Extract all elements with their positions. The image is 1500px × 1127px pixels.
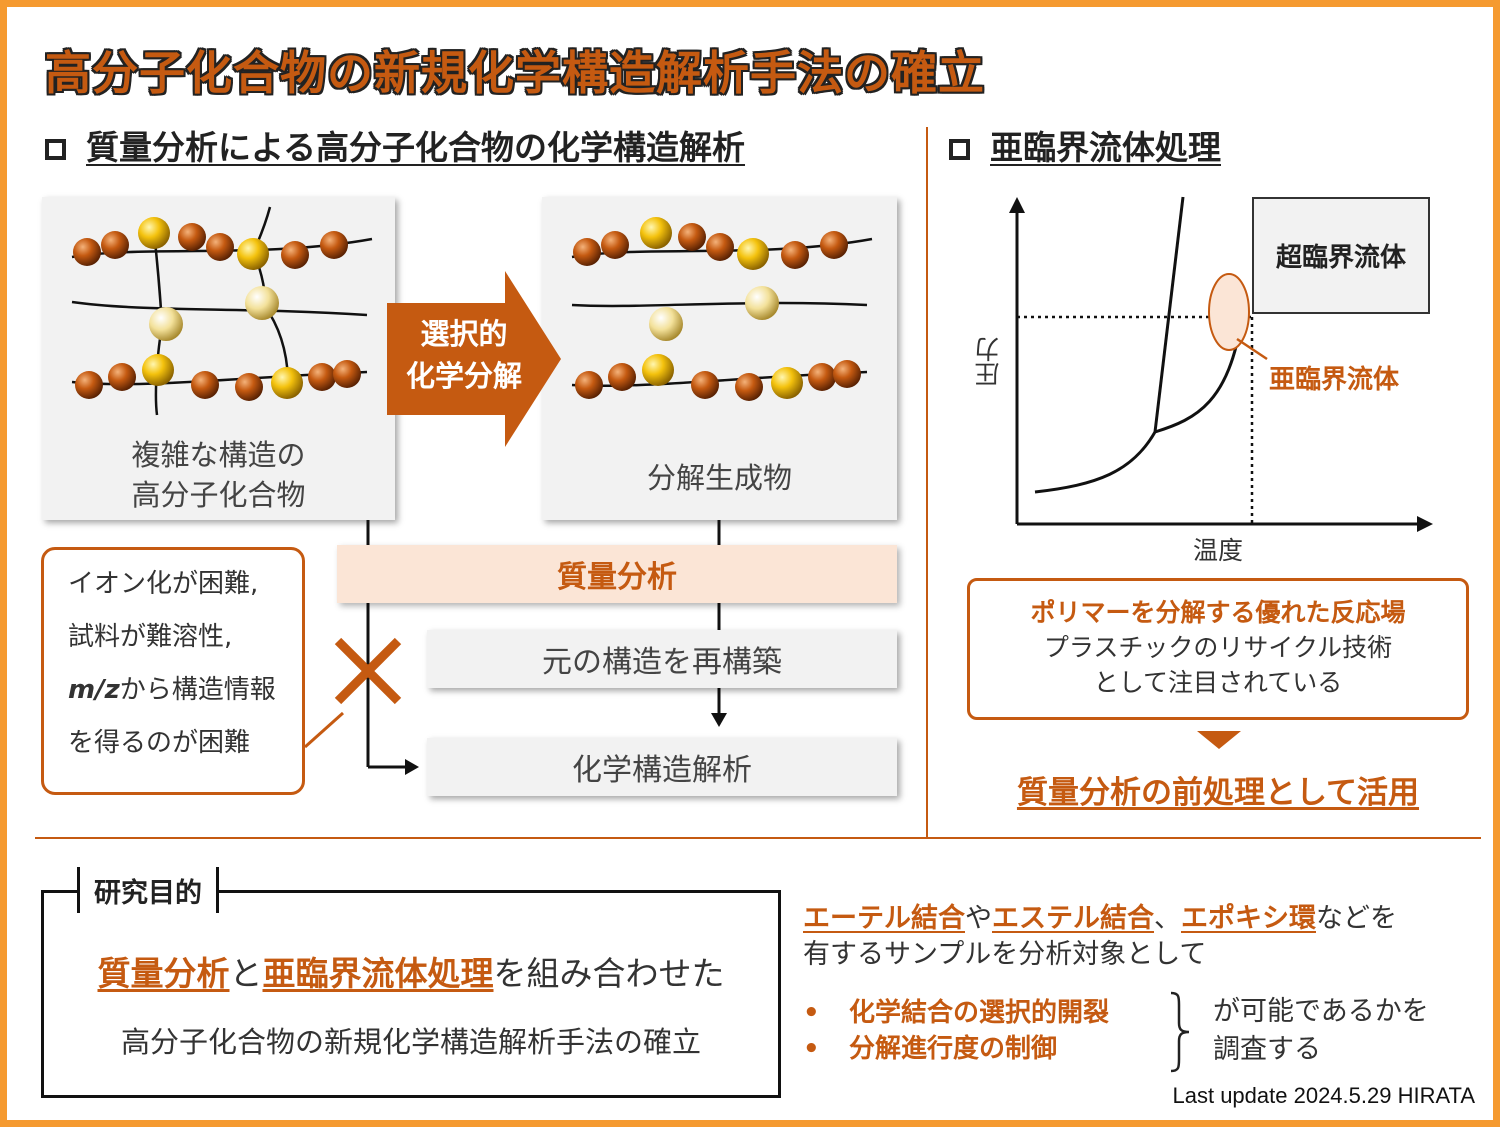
page-title: 高分子化合物の新規化学構造解析手法の確立 [45, 46, 985, 100]
problem-line-2: 試料が難溶性, [68, 622, 233, 652]
complex-label-line2: 高分子化合物 [131, 478, 306, 512]
bullet-item-2: •分解進行度の制御 [803, 1034, 1058, 1064]
complex-label-line1: 複雑な構造の [131, 438, 306, 472]
right-section-heading: 亜臨界流体処理 [949, 121, 1221, 169]
callout-pointer [303, 711, 345, 749]
mz-text: m/z [68, 675, 120, 705]
products-box: 分解生成物 [542, 197, 897, 520]
problem-line-4: を得るのが困難 [68, 728, 251, 758]
products-label: 分解生成物 [646, 461, 792, 495]
square-bullet-icon [949, 139, 970, 160]
x-axis-label: 温度 [1193, 536, 1244, 565]
phase-diagram [1009, 196, 1433, 532]
complex-polymer-illustration [71, 206, 373, 416]
purpose-line-1: 質量分析と亜臨界流体処理を組み合わせた [97, 954, 725, 993]
conclusion: 質量分析の前処理として活用 [1016, 775, 1420, 811]
purpose-line-2: 高分子化合物の新規化学構造解析手法の確立 [120, 1025, 701, 1059]
square-bullet-icon [45, 139, 66, 160]
cross-icon [334, 637, 402, 705]
purpose-label: 研究目的 [77, 867, 219, 913]
right-arrow-icon [387, 271, 561, 447]
info-headline: ポリマーを分解する優れた反応場 [1030, 598, 1406, 627]
complex-polymer-box: 複雑な構造の 高分子化合物 [42, 197, 395, 520]
rebuild-box: 元の構造を再構築 [427, 630, 897, 688]
vertical-divider [926, 127, 928, 839]
subcritical-label: 亜臨界流体 [1269, 365, 1400, 395]
left-section-heading: 質量分析による高分子化合物の化学構造解析 [45, 121, 745, 169]
products-illustration [571, 217, 873, 401]
last-update: Last update 2024.5.29 HIRATA [1172, 1083, 1476, 1108]
problem-line-1: イオン化が困難, [68, 569, 259, 599]
mass-spec-bar: 質量分析 [337, 545, 897, 603]
problem-callout: イオン化が困難, 試料が難溶性, m/zから構造情報 を得るのが困難 [41, 547, 305, 795]
purpose-box [41, 890, 781, 1098]
arrow-label: 選択的 化学分解 [405, 317, 522, 393]
info-line-2: として注目されている [1093, 668, 1343, 697]
bullet-item-1: •化学結合の選択的開裂 [803, 998, 1110, 1028]
problem-line-3: m/zから構造情報 [68, 675, 276, 705]
study-bullets: •化学結合の選択的開裂 •分解進行度の制御 [803, 995, 1109, 1067]
brace-icon [1170, 991, 1190, 1073]
y-axis-label: 圧力 [974, 337, 1003, 387]
supercritical-box: 超臨界流体 [1252, 197, 1430, 314]
info-line-1: プラスチックのリサイクル技術 [1043, 633, 1393, 662]
info-box: ポリマーを分解する優れた反応場 プラスチックのリサイクル技術 として注目されてい… [967, 578, 1469, 720]
horizontal-divider [35, 837, 1481, 839]
down-triangle-icon [1197, 731, 1241, 749]
study-line-2: 有するサンプルを分析対象として [803, 939, 1207, 970]
study-line-1: エーテル結合やエステル結合、エポキシ環などを [803, 903, 1397, 934]
brace-text: が可能であるかを 調査する [1213, 996, 1429, 1065]
analysis-box: 化学構造解析 [427, 738, 897, 796]
